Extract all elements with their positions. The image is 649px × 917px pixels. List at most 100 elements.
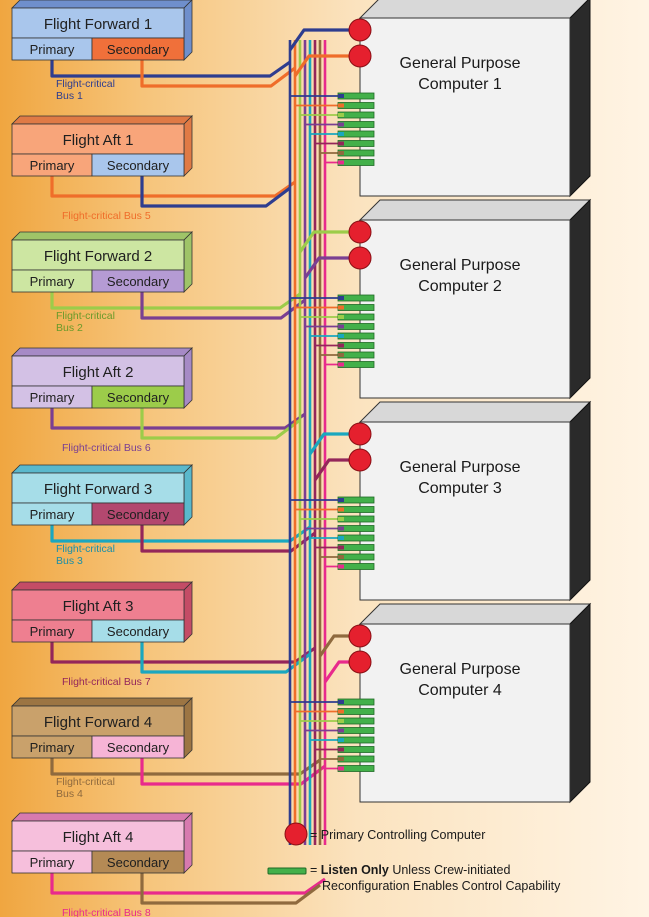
listen-only-port-tab: [338, 141, 344, 146]
secondary-bus-wire: [140, 60, 296, 88]
listen-only-port-tab: [338, 334, 344, 338]
primary-controlling-port: [348, 448, 372, 472]
listen-only-port-tab: [338, 719, 344, 723]
listen-only-port-tab: [338, 517, 344, 521]
primary-bus-wire: [50, 176, 296, 198]
listen-only-legend-icon: [267, 867, 307, 875]
primary-bus-wire: [50, 408, 306, 430]
flight-box-title: Flight Aft 3: [63, 598, 134, 615]
box-side-face: [183, 115, 193, 177]
listen-only-port-tab: [338, 564, 344, 569]
box-side-face: [183, 0, 193, 61]
legend-primary-text: = Primary Controlling Computer: [310, 828, 485, 842]
secondary-port: [91, 850, 185, 874]
primary-computer-legend-icon: [284, 822, 308, 846]
box-top-face: [11, 347, 193, 357]
primary-controlling-port: [348, 18, 372, 42]
bus-label: Flight-critical: [56, 776, 115, 788]
listen-only-port-tab: [338, 362, 344, 367]
computer-side-face: [569, 0, 591, 198]
secondary-bus-wire: [140, 408, 301, 440]
primary-connection-wire: [288, 28, 350, 51]
computer-label-line1: General Purpose: [400, 459, 521, 476]
secondary-bus-wire: [140, 176, 291, 208]
primary-controlling-port: [348, 624, 372, 648]
listen-only-port-tab: [338, 555, 344, 559]
flight-box-title: Flight Aft 1: [63, 132, 134, 149]
bus-label: Flight-critical: [56, 543, 115, 555]
listen-only-port-tab: [338, 738, 344, 742]
listen-only-port-tab: [338, 709, 344, 714]
secondary-port-label: Secondary: [107, 624, 170, 639]
secondary-bus-wire: [140, 292, 306, 320]
primary-bus-wire: [50, 642, 316, 664]
listen-only-port-tab: [338, 296, 344, 300]
secondary-port: [91, 735, 185, 759]
box-side-face: [183, 581, 193, 643]
listen-only-port-tab: [338, 757, 344, 761]
legend-listen-rest: Unless Crew-initiated: [389, 863, 511, 877]
bus-label: Flight-critical Bus 8: [62, 907, 151, 917]
listen-only-port-tab: [338, 766, 344, 771]
primary-connection-wire: [293, 54, 350, 77]
computer-front-face: [359, 17, 571, 197]
computer-label-line1: General Purpose: [400, 257, 521, 274]
primary-port-label: Primary: [30, 158, 75, 173]
primary-controlling-port: [348, 246, 372, 270]
secondary-port: [91, 619, 185, 643]
listen-only-port-tab: [338, 305, 344, 310]
bus-label: Flight-critical Bus 7: [62, 676, 151, 688]
primary-bus-wire: [50, 60, 291, 78]
bus-label-line2: Bus 2: [56, 322, 83, 334]
primary-connection-wire: [318, 634, 350, 657]
primary-port-label: Primary: [30, 855, 75, 870]
box-side-face: [183, 464, 193, 526]
legend: = Primary Controlling Computer = Listen …: [267, 822, 561, 893]
listen-only-port-tab: [338, 324, 344, 329]
primary-connection-wire: [298, 230, 350, 253]
computer-label-line1: General Purpose: [400, 661, 521, 678]
listen-only-port-tab: [338, 132, 344, 136]
listen-only-port-tab: [338, 113, 344, 117]
computer-label-line1: General Purpose: [400, 55, 521, 72]
box-top-face: [11, 581, 193, 591]
primary-port-label: Primary: [30, 507, 75, 522]
box-top-face: [11, 0, 193, 9]
secondary-bus-wire: [140, 758, 326, 786]
listen-only-port-tab: [338, 700, 344, 704]
computer-side-face: [569, 602, 591, 804]
computer-front-face: [359, 219, 571, 399]
computer-top-face: [358, 0, 589, 19]
primary-port-label: Primary: [30, 390, 75, 405]
flight-box-title: Flight Aft 4: [63, 829, 134, 846]
flight-box-title: Flight Forward 1: [44, 16, 152, 33]
listen-only-port-tab: [338, 545, 344, 550]
bus-label-line2: Bus 1: [56, 90, 83, 102]
listen-only-port-tab: [338, 151, 344, 155]
primary-connection-wire: [323, 660, 350, 683]
primary-connection-wire: [303, 256, 350, 279]
secondary-port: [91, 153, 185, 177]
bus-label: Flight-critical: [56, 310, 115, 322]
listen-only-port-tab: [338, 747, 344, 752]
primary-controlling-port: [348, 220, 372, 244]
box-title-bar: [11, 239, 185, 271]
box-title-bar: [11, 123, 185, 155]
secondary-port-label: Secondary: [107, 274, 170, 289]
primary-bus-wire: [50, 758, 321, 776]
flight-box-title: Flight Forward 3: [44, 481, 152, 498]
box-side-face: [183, 231, 193, 293]
box-top-face: [11, 812, 193, 822]
primary-bus-wire: [50, 525, 311, 543]
bus-label-line2: Bus 4: [56, 788, 83, 800]
computer-label-line2: Computer 3: [418, 480, 502, 497]
listen-only-port-tab: [338, 315, 344, 319]
box-side-face: [183, 812, 193, 874]
secondary-port: [91, 37, 185, 61]
